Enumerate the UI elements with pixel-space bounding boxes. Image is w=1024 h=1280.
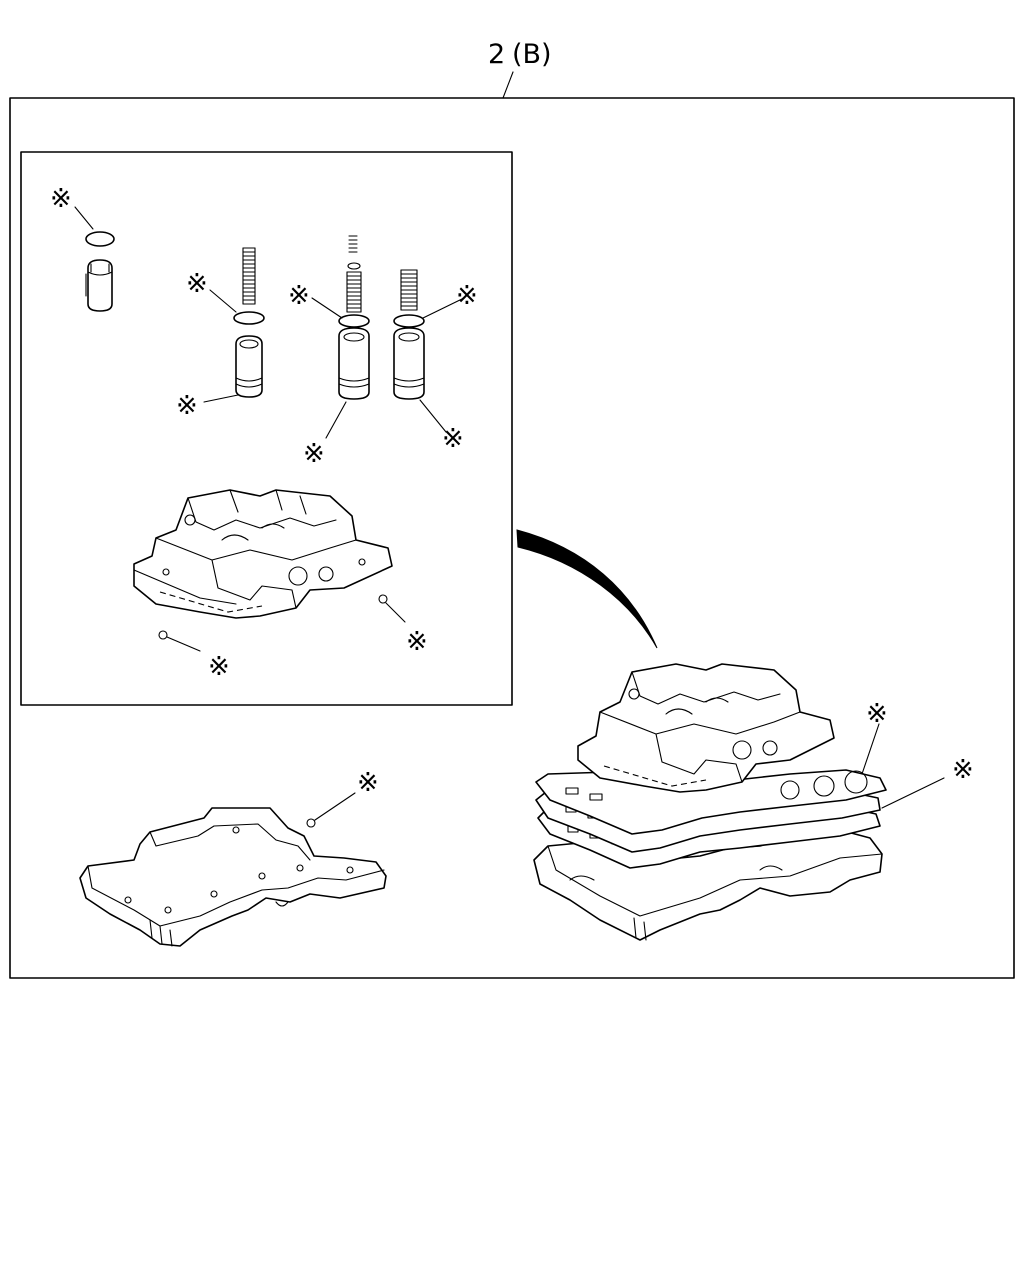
callout-number: 2 <box>488 39 505 70</box>
kit-mark: ※ <box>952 755 974 785</box>
kit-mark: ※ <box>406 627 428 657</box>
valve-assembly-1 <box>233 247 265 398</box>
valve-sleeve <box>338 327 370 400</box>
kit-marks: ※ ※ ※ ※ ※ ※ ※ ※ ※ ※ ※ ※ <box>50 184 974 798</box>
o-ring <box>338 314 370 328</box>
o-ring <box>233 311 265 325</box>
valve-sleeve <box>393 327 425 400</box>
check-ball-3 <box>306 792 356 828</box>
callout-label: 2 (B) <box>488 39 552 99</box>
detail-inset-frame <box>20 151 513 706</box>
callout-suffix: (B) <box>512 39 552 70</box>
kit-mark: ※ <box>442 424 464 454</box>
check-ball-2 <box>378 594 406 623</box>
filter-body <box>87 259 113 312</box>
kit-mark: ※ <box>456 281 478 311</box>
spring-3 <box>400 269 418 311</box>
lower-valve-body <box>79 807 387 947</box>
check-ball-1 <box>158 630 201 652</box>
kit-mark: ※ <box>288 281 310 311</box>
leader-lines <box>74 206 945 809</box>
kit-mark: ※ <box>50 184 72 214</box>
kit-mark: ※ <box>186 269 208 299</box>
filter-assembly <box>85 231 115 312</box>
valve-assembly-2 <box>338 235 370 400</box>
kit-mark: ※ <box>303 439 325 469</box>
spring-2 <box>346 235 362 313</box>
o-ring <box>393 314 425 328</box>
curved-arrow <box>516 529 658 649</box>
spring-1 <box>242 247 256 305</box>
assembly-frame <box>9 97 1015 979</box>
kit-mark: ※ <box>208 652 230 682</box>
valve-sleeve <box>235 335 263 398</box>
upper-valve-body <box>133 489 393 619</box>
kit-mark: ※ <box>357 768 379 798</box>
valve-assembly-3 <box>393 269 425 400</box>
valve-body-assembly <box>533 663 887 941</box>
callout-leader <box>502 71 514 99</box>
kit-mark: ※ <box>176 391 198 421</box>
kit-mark: ※ <box>866 699 888 729</box>
o-ring <box>85 231 115 247</box>
